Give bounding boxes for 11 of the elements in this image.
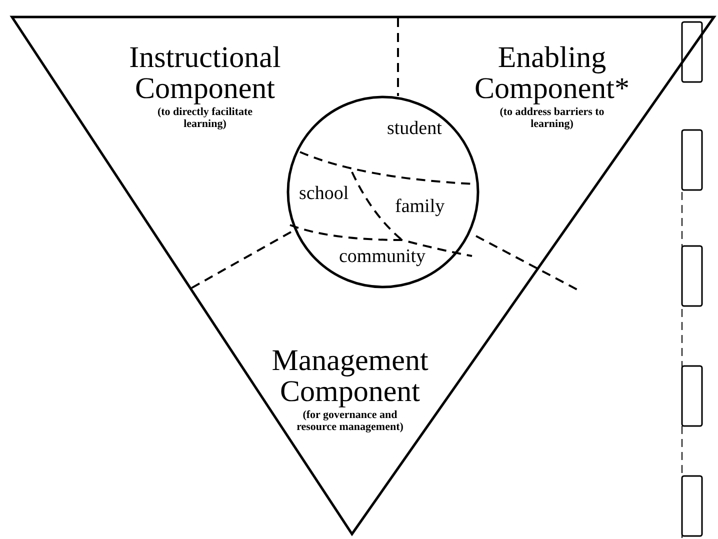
section-description: (to directly facilitate learning) <box>156 106 254 130</box>
inverted-triangle <box>8 14 716 538</box>
section-title: Enabling Component* <box>474 42 630 104</box>
section-title: Management Component <box>270 345 430 407</box>
section-description: (to address barriers to learning) <box>498 106 606 130</box>
section-title: Instructional Component <box>128 42 282 104</box>
region-label: school <box>299 183 349 205</box>
region-label: community <box>339 246 426 268</box>
region-label: family <box>395 196 445 218</box>
region-label: student <box>387 118 442 140</box>
section-description: (for governance and resource management) <box>296 409 404 433</box>
